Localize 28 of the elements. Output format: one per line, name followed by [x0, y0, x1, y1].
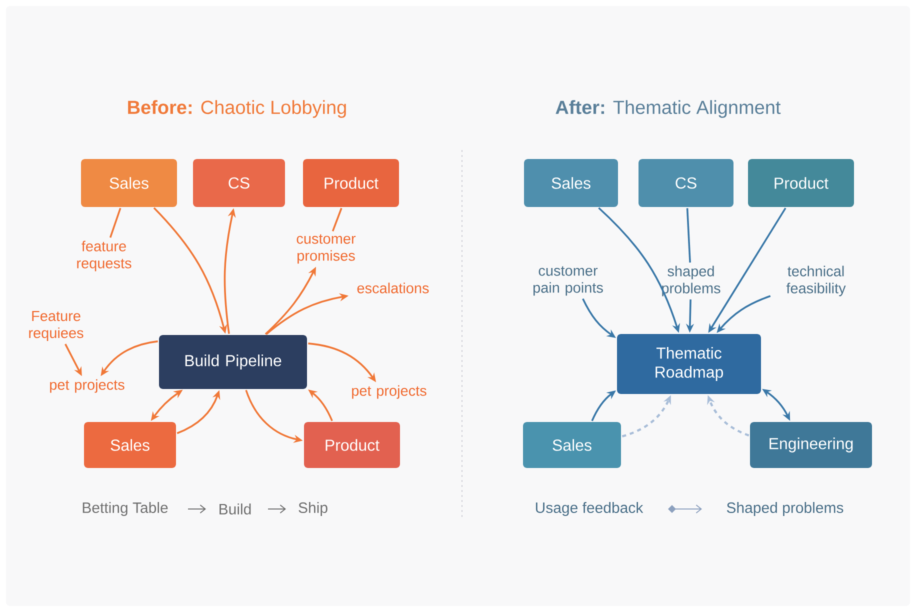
panel-heading: Before: Chaotic Lobbying: [128, 100, 346, 118]
team-box: Product: [303, 159, 399, 207]
annotation-text: shaped problems: [662, 266, 720, 296]
flow-step: Betting Table: [82, 502, 168, 516]
pipeline-box: Build Pipeline: [159, 335, 307, 389]
annotation-text: customer pain points: [533, 266, 603, 296]
annotation-text: technical feasibility: [786, 266, 846, 296]
team-box: CS: [193, 159, 285, 207]
team-box: Sales: [81, 159, 177, 207]
team-box: CS: [638, 159, 734, 207]
annotation-text: pet projects: [352, 385, 426, 399]
team-box: Sales: [524, 159, 618, 207]
roadmap-box: Thematic Roadmap: [617, 334, 761, 394]
flow-step: Usage feedback: [536, 502, 644, 516]
annotation-text: feature requests: [77, 240, 132, 272]
team-box: Sales: [84, 422, 176, 468]
team-box: Engineering: [750, 422, 872, 468]
annotation-text: Feature requiees: [29, 311, 84, 341]
flow-step: Ship: [298, 502, 328, 516]
annotation-text: customer promises: [296, 234, 356, 264]
team-box: Sales: [523, 422, 621, 468]
annotation-text: pet projects: [50, 379, 124, 393]
flow-step: Shaped problems: [726, 502, 844, 516]
team-box: Product: [748, 159, 854, 207]
panel-heading: After: Thematic Alignment: [556, 100, 781, 118]
flow-step: Build: [220, 503, 251, 514]
team-box: Product: [304, 422, 400, 468]
annotation-text: escalations: [357, 282, 429, 294]
